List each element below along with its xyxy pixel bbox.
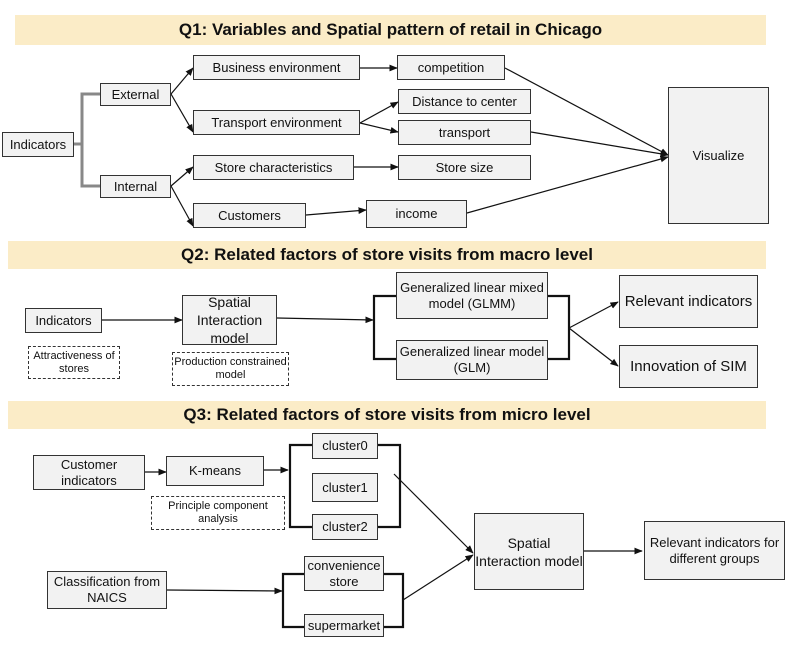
q3-classification-naics-box: Classification from NAICS	[47, 571, 167, 609]
q3-supermarket-box: supermarket	[304, 614, 384, 637]
q1-transport-environment-box: Transport environment	[193, 110, 360, 135]
q1-title: Q1: Variables and Spatial pattern of ret…	[15, 15, 766, 45]
q2-glmm-box: Generalized linear mixed model (GLMM)	[396, 272, 548, 319]
q1-business-environment-box: Business environment	[193, 55, 360, 80]
q3-kmeans-box: K-means	[166, 456, 264, 486]
q1-transport-box: transport	[398, 120, 531, 145]
q1-internal-box: Internal	[100, 175, 171, 198]
q3-customer-indicators-box: Customer indicators	[33, 455, 145, 490]
q2-spatial-interaction-model-box: Spatial Interaction model	[182, 294, 277, 346]
q1-store-size-box: Store size	[398, 155, 531, 180]
q3-title: Q3: Related factors of store visits from…	[8, 401, 766, 429]
q3-pca-note: Principle component analysis	[151, 496, 285, 530]
q3-convenience-store-box: convenience store	[304, 556, 384, 591]
q2-relevant-indicators-box: Relevant indicators	[619, 275, 758, 328]
q3-cluster1-box: cluster1	[312, 473, 378, 502]
q1-store-characteristics-box: Store characteristics	[193, 155, 354, 180]
q1-income-box: income	[366, 200, 467, 228]
q1-visualize-box: Visualize	[668, 87, 769, 224]
q2-production-constrained-note: Production constrained model	[172, 352, 289, 386]
q3-cluster2-box: cluster2	[312, 514, 378, 540]
q2-glm-box: Generalized linear model (GLM)	[396, 340, 548, 380]
q2-attractiveness-note: Attractiveness of stores	[28, 346, 120, 379]
q1-competition-box: competition	[397, 55, 505, 80]
q1-indicators-box: Indicators	[2, 132, 74, 157]
q3-cluster0-box: cluster0	[312, 433, 378, 459]
q2-indicators-box: Indicators	[25, 308, 102, 333]
q1-distance-to-center-box: Distance to center	[398, 89, 531, 114]
q3-spatial-interaction-model-box: Spatial Interaction model	[474, 513, 584, 590]
q2-innovation-sim-box: Innovation of SIM	[619, 345, 758, 388]
q1-customers-box: Customers	[193, 203, 306, 228]
q1-external-box: External	[100, 83, 171, 106]
q3-relevant-groups-box: Relevant indicators for different groups	[644, 521, 785, 580]
q2-title: Q2: Related factors of store visits from…	[8, 241, 766, 269]
